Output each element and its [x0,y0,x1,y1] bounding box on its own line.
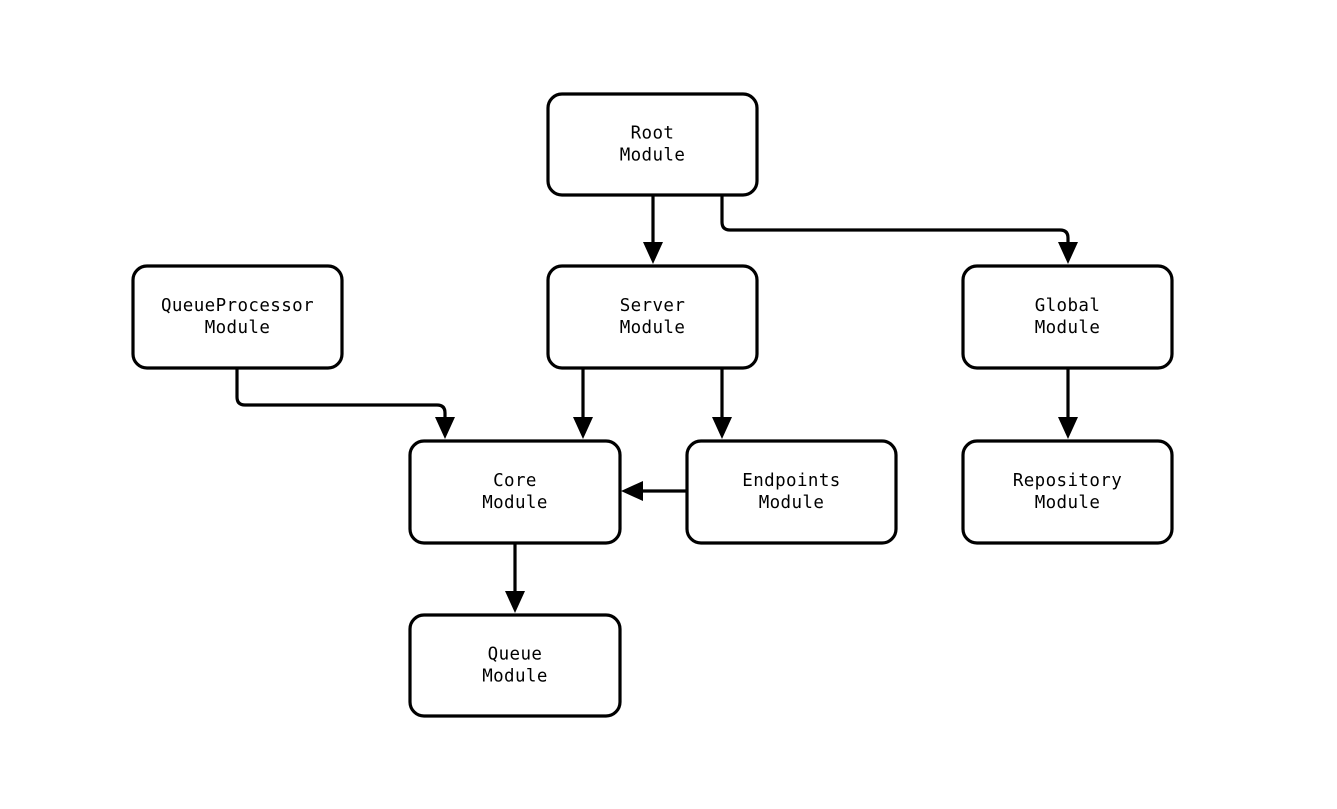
node-box-endpoints[interactable] [685,439,898,545]
arrowhead-icon [621,481,643,501]
edge-root-to-global [720,195,1078,264]
arrowhead-icon [1058,242,1078,264]
node-label-line1-queue: Queue [488,645,543,665]
node-label-line2-core: Module [482,493,548,513]
node-label-line1-queueprocessor: QueueProcessor [161,296,314,316]
edge-queueprocessor-to-core [235,368,455,439]
node-label-line2-queueprocessor: Module [205,318,271,338]
arrowhead-icon [505,591,525,613]
edge-line [720,195,1070,247]
node-label-line1-endpoints: Endpoints [742,471,840,491]
arrowhead-icon [643,242,663,264]
node-box-queueprocessor[interactable] [131,264,344,370]
node-label-line2-server: Module [620,318,686,338]
edge-core-to-queue [505,543,525,613]
arrowhead-icon [1058,417,1078,439]
node-box-queue[interactable] [408,613,622,718]
node-label-line2-queue: Module [482,667,548,687]
node-label-line2-global: Module [1035,318,1101,338]
node-label-line2-root: Module [620,146,686,166]
node-label-line1-repository: Repository [1013,471,1122,491]
node-box-root[interactable] [546,92,759,197]
node-label-line1-root: Root [631,124,675,144]
node-box-repository[interactable] [961,439,1174,545]
arrowhead-icon [435,417,455,439]
node-label-line2-repository: Module [1035,493,1101,513]
node-box-global[interactable] [961,264,1174,370]
node-box-server[interactable] [546,264,759,370]
edge-line [235,368,447,422]
node-label-line2-endpoints: Module [759,493,825,513]
node-box-core[interactable] [408,439,622,545]
nodes-layer: RootModuleQueueProcessorModuleServerModu… [131,92,1174,718]
arrowhead-icon [573,417,593,439]
edge-server-to-core [573,368,593,439]
edges-layer [235,195,1078,613]
edge-global-to-repository [1058,368,1078,439]
edge-root-to-server [643,195,663,264]
node-label-line1-global: Global [1035,296,1101,316]
edge-server-to-endpoints [712,368,732,439]
node-label-line1-server: Server [620,296,686,316]
node-label-line1-core: Core [493,471,537,491]
edge-endpoints-to-core [621,481,687,501]
arrowhead-icon [712,417,732,439]
